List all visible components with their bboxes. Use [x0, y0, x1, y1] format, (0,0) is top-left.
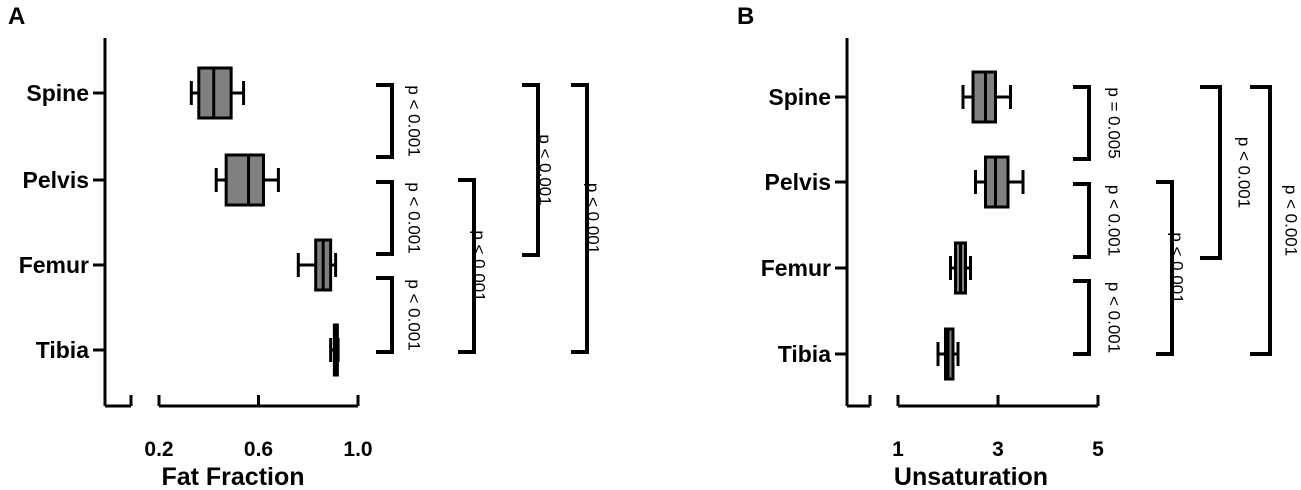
comparison-bracket: p < 0.001 [1156, 180, 1187, 356]
bracket-line [1156, 180, 1174, 356]
bracket-line [1250, 85, 1272, 356]
bracket-line [522, 83, 540, 257]
x-tick-label: 1.0 [343, 438, 372, 461]
p-value-label: p < 0.001 [1168, 232, 1187, 303]
box-tibia [936, 327, 960, 381]
panel-label: A [8, 3, 25, 30]
bracket-line [458, 178, 476, 354]
box-femur [296, 238, 338, 292]
x-tick-label: 0.2 [144, 438, 173, 461]
bracket-line [571, 83, 589, 354]
category-label-tibia: Tibia [36, 337, 89, 363]
box-femur [949, 241, 972, 295]
category-label-femur: Femur [19, 252, 89, 278]
x-tick-label: 3 [992, 438, 1004, 461]
x-axis-title: Fat Fraction [161, 463, 304, 490]
p-value-label: p < 0.001 [405, 279, 424, 350]
box-spine [961, 70, 1012, 124]
x-axis-title: Unsaturation [894, 463, 1048, 490]
p-value-label: p < 0.001 [1235, 137, 1254, 208]
comparison-bracket: p < 0.001 [376, 83, 424, 159]
comparison-bracket: p < 0.001 [1073, 279, 1124, 356]
bracket-line [1073, 85, 1091, 161]
box-tibia [329, 323, 340, 377]
box-spine [189, 66, 246, 120]
box-pelvis [974, 155, 1025, 209]
p-value-label: p < 0.001 [584, 183, 603, 254]
comparison-bracket: p < 0.001 [1200, 85, 1254, 260]
bracket-line [376, 83, 394, 159]
p-value-label: p = 0.005 [1105, 87, 1124, 158]
comparison-bracket: p = 0.005 [1073, 85, 1124, 161]
category-label-pelvis: Pelvis [23, 167, 90, 193]
p-value-label: p < 0.001 [1282, 185, 1301, 256]
comparison-bracket: p < 0.001 [571, 83, 603, 354]
category-label-pelvis: Pelvis [765, 169, 832, 195]
bracket-line [1073, 279, 1091, 356]
category-label-spine: Spine [768, 84, 831, 110]
box-iqr [224, 153, 265, 207]
category-label-spine: Spine [26, 80, 89, 106]
comparison-bracket: p < 0.001 [458, 178, 489, 354]
p-value-label: p < 0.001 [1105, 185, 1124, 256]
comparison-bracket: p < 0.001 [376, 276, 424, 354]
category-label-tibia: Tibia [778, 341, 831, 367]
comparison-bracket: p < 0.001 [1250, 85, 1301, 356]
p-value-label: p < 0.001 [405, 85, 424, 156]
comparison-bracket: p < 0.001 [376, 180, 424, 256]
p-value-label: p < 0.001 [470, 230, 489, 301]
box-pelvis [214, 153, 280, 207]
x-tick-label: 0.6 [244, 438, 273, 461]
x-tick-label: 1 [892, 438, 904, 461]
p-value-label: p < 0.001 [405, 182, 424, 253]
bracket-line [376, 276, 394, 354]
category-label-femur: Femur [761, 255, 831, 281]
bracket-line [376, 180, 394, 256]
panel-label: B [737, 3, 754, 30]
bracket-line [1073, 182, 1091, 259]
x-tick-label: 5 [1092, 438, 1104, 461]
comparison-bracket: p < 0.001 [522, 83, 555, 257]
comparison-bracket: p < 0.001 [1073, 182, 1124, 259]
p-value-label: p < 0.001 [1105, 282, 1124, 353]
bracket-line [1200, 85, 1222, 260]
p-value-label: p < 0.001 [536, 134, 555, 205]
